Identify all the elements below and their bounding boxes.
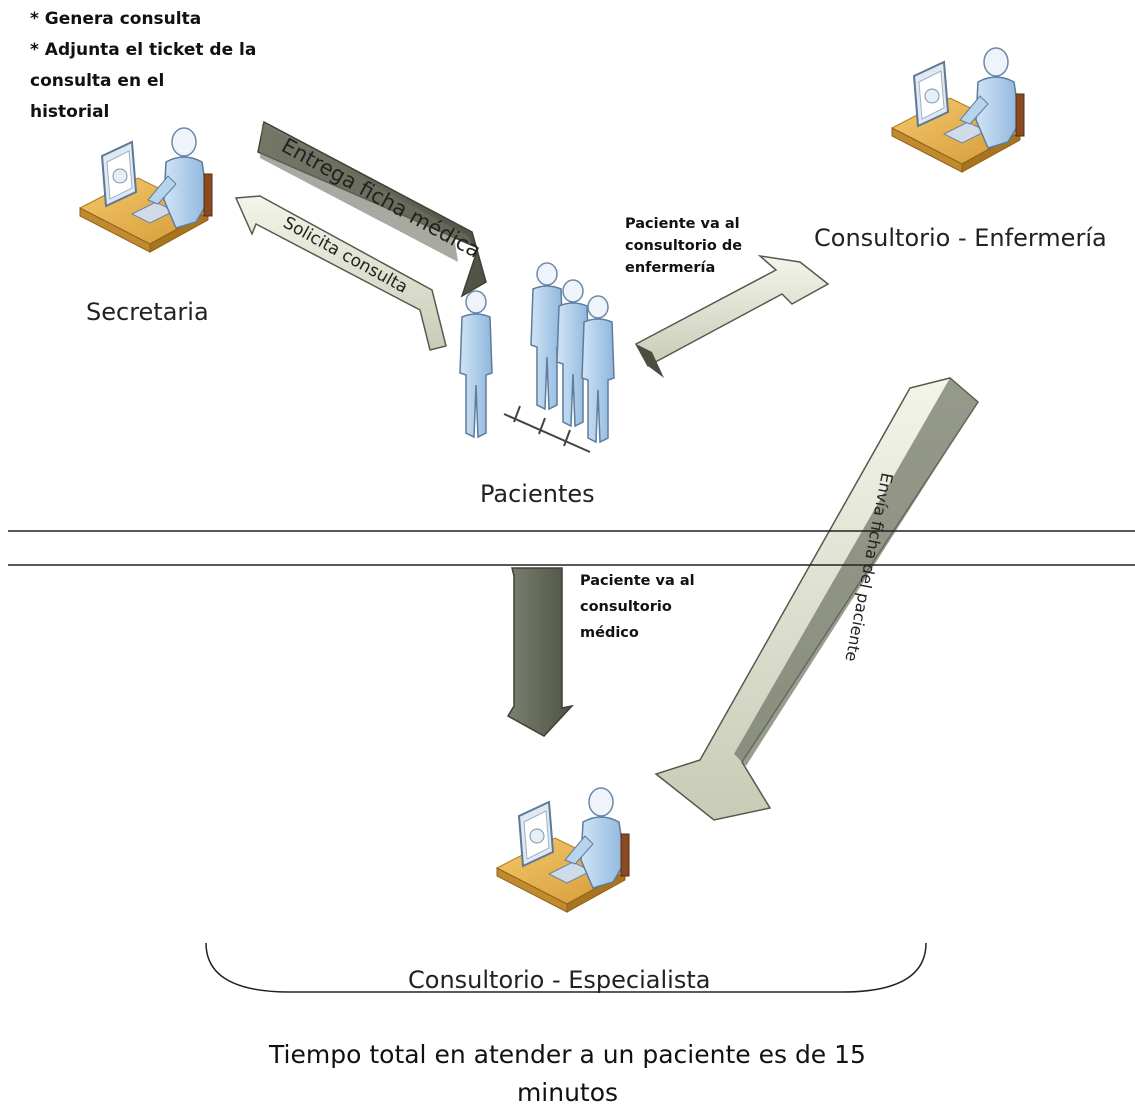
solicita-consulta-arrow — [234, 195, 447, 351]
annotation-line: enfermería — [625, 260, 716, 276]
especialista-label: Consultorio - Especialista — [408, 966, 711, 994]
specialist-brace — [205, 942, 927, 993]
enfermeria-label: Consultorio - Enfermería — [814, 224, 1107, 252]
envia-ficha-arrow — [654, 377, 979, 821]
enfermeria-workstation-icon — [891, 47, 1025, 173]
patients-icon — [459, 262, 615, 453]
secretaria-workstation-icon — [79, 127, 213, 253]
note-line: historial — [30, 102, 110, 122]
enfermeria-annotation: Paciente va al consultorio de enfermería — [625, 213, 742, 279]
note-line: consulta en el — [30, 71, 165, 91]
annotation-line: Paciente va al — [580, 573, 695, 589]
enfermeria-arrow — [634, 254, 830, 378]
pacientes-label: Pacientes — [480, 480, 595, 508]
secretaria-note: * Genera consulta * Adjunta el ticket de… — [30, 4, 256, 128]
secretaria-label: Secretaria — [86, 298, 209, 326]
caption-line: Tiempo total en atender a un paciente es… — [269, 1040, 866, 1069]
note-line: * Genera consulta — [30, 9, 202, 29]
caption-line: minutos — [516, 1078, 619, 1107]
medico-annotation: Paciente va al consultorio médico — [580, 568, 695, 646]
total-time-caption: Tiempo total en atender a un paciente es… — [0, 1036, 1135, 1112]
annotation-line: consultorio de — [625, 238, 743, 254]
note-line: * Adjunta el ticket de la — [30, 40, 257, 60]
annotation-line: Paciente va al — [625, 216, 740, 232]
medico-arrow — [506, 567, 575, 737]
annotation-line: médico — [580, 625, 639, 641]
annotation-line: consultorio — [580, 599, 672, 615]
especialista-workstation-icon — [496, 787, 630, 913]
entrega-ficha-arrow — [257, 120, 487, 298]
